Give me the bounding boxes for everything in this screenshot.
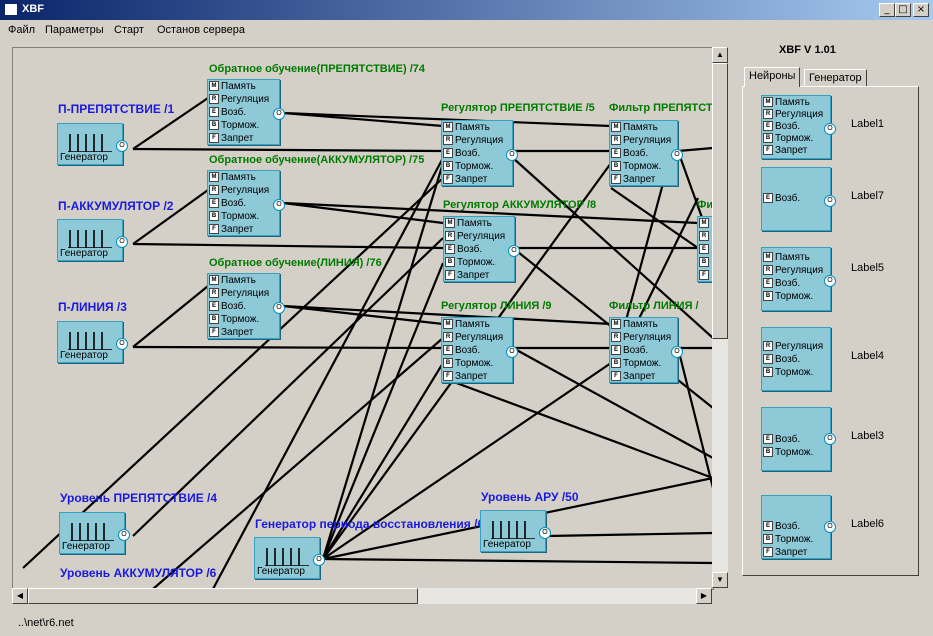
tab-generator[interactable]: Генератор bbox=[804, 69, 867, 87]
tab-neurons[interactable]: Нейроны bbox=[744, 67, 801, 87]
generator-u4[interactable]: Генератор O bbox=[59, 512, 130, 554]
node-title-ob76: Обратное обучение(ЛИНИЯ) /76 bbox=[209, 257, 382, 269]
palette-label-7: Label7 bbox=[851, 190, 885, 202]
node-title-fil2: Фильтр ЛИНИЯ / bbox=[609, 300, 699, 312]
node-title-ob74: Обратное обучение(ПРЕПЯТСТВИЕ) /74 bbox=[209, 63, 425, 75]
node-title-reg9: Регулятор ЛИНИЯ /9 bbox=[441, 300, 552, 312]
generator-p2[interactable]: Генератор O bbox=[57, 219, 128, 261]
vertical-scrollbar[interactable]: ▲ ▼ bbox=[712, 47, 728, 588]
gen-title-u50: Уровень АРУ /50 bbox=[481, 490, 579, 504]
gen-title-p2: П-АККУМУЛЯТОР /2 bbox=[58, 199, 174, 213]
scroll-up-button[interactable]: ▲ bbox=[712, 47, 728, 63]
close-button[interactable]: × bbox=[913, 3, 929, 17]
palette-label-3: Label3 bbox=[851, 430, 885, 442]
node-title-fil1: Фильтр ПРЕПЯТСТВИЕ bbox=[609, 102, 713, 114]
palette-label-4: Label4 bbox=[851, 350, 885, 362]
gen-title-u6: Уровень АККУМУЛЯТОР /6 bbox=[60, 566, 217, 580]
generator-g68[interactable]: Генератор O bbox=[254, 537, 325, 579]
palette-label-1: Label1 bbox=[851, 118, 885, 130]
status-path: ..\net\r6.net bbox=[18, 617, 74, 629]
menu-params[interactable]: Параметры bbox=[45, 24, 104, 36]
gen-title-p3: П-ЛИНИЯ /3 bbox=[58, 300, 127, 314]
menu-file[interactable]: Файл bbox=[8, 24, 36, 36]
maximize-button[interactable]: □ bbox=[895, 3, 911, 17]
node-title-reg8: Регулятор АККУМУЛЯТОР /8 bbox=[443, 199, 597, 211]
version-label: XBF V 1.01 bbox=[779, 44, 836, 56]
node-title-fil3: Фи bbox=[697, 199, 714, 211]
gen-title-p1: П-ПРЕПЯТСТВИЕ /1 bbox=[58, 102, 175, 116]
menu-bar: Файл Параметры Старт Останов сервера bbox=[0, 21, 933, 40]
generator-p1[interactable]: Генератор O bbox=[57, 123, 128, 165]
wires bbox=[22, 97, 713, 589]
scroll-down-button[interactable]: ▼ bbox=[712, 572, 728, 588]
gen-title-u4: Уровень ПРЕПЯТСТВИЕ /4 bbox=[60, 491, 218, 505]
node-title-ob75: Обратное обучение(АККУМУЛЯТОР) /75 bbox=[209, 154, 425, 166]
neuron-fil3[interactable]: M R E B F bbox=[697, 216, 713, 282]
scroll-left-button[interactable]: ◀ bbox=[12, 588, 28, 604]
menu-stop-server[interactable]: Останов сервера bbox=[157, 24, 245, 36]
minimize-button[interactable]: _ bbox=[879, 3, 895, 17]
generator-p3[interactable]: Генератор O bbox=[57, 321, 128, 363]
window-title: XBF bbox=[22, 3, 44, 15]
horizontal-scroll-thumb[interactable] bbox=[28, 588, 418, 604]
generator-u50[interactable]: Генератор O bbox=[480, 510, 551, 552]
scroll-right-button[interactable]: ▶ bbox=[696, 588, 712, 604]
horizontal-scrollbar[interactable]: ◀ ▶ bbox=[12, 588, 712, 604]
node-title-reg5: Регулятор ПРЕПЯТСТВИЕ /5 bbox=[441, 102, 595, 114]
palette-label-6: Label6 bbox=[851, 518, 885, 530]
palette-label-5: Label5 bbox=[851, 262, 885, 274]
title-bar: XBF _ □ × bbox=[0, 0, 933, 20]
vertical-scroll-thumb[interactable] bbox=[712, 63, 728, 339]
menu-start[interactable]: Старт bbox=[114, 24, 144, 36]
app-icon bbox=[4, 3, 18, 16]
gen-title-g68: Генератор периода восстановления /68 bbox=[255, 517, 491, 531]
